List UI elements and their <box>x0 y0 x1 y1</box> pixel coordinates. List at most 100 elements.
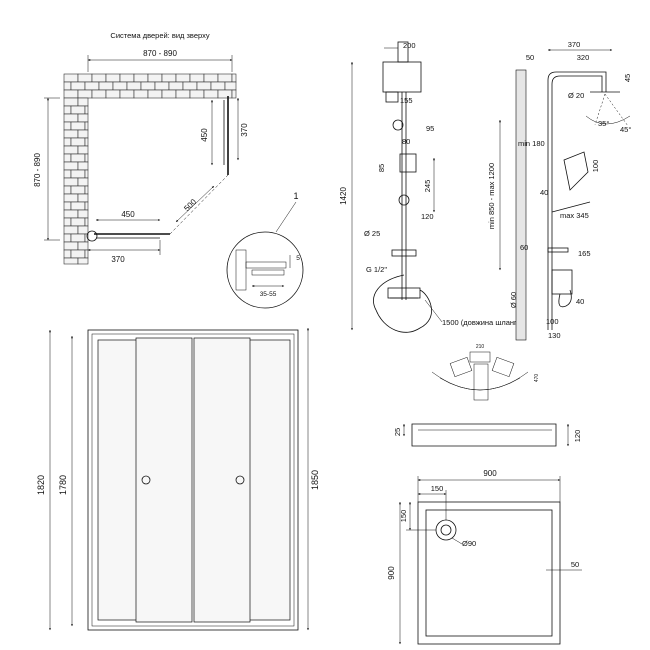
door-outer-frame <box>87 329 299 631</box>
brick <box>77 161 89 171</box>
dim-width-label: 870 - 890 <box>143 49 177 58</box>
brick <box>70 185 86 195</box>
dim-470-label: 470 <box>534 374 540 383</box>
dim-45-label: 45 <box>623 74 632 82</box>
dim-150-v-label: 150 <box>399 510 408 523</box>
dim-diagonal: 500 <box>175 185 215 223</box>
thread-label: G 1/2" <box>366 265 387 274</box>
brick <box>70 249 86 259</box>
brick <box>84 137 89 147</box>
brick <box>63 105 72 115</box>
brick <box>140 81 156 91</box>
brick <box>126 81 142 91</box>
brick <box>63 153 72 163</box>
brick <box>168 81 184 91</box>
brick <box>77 257 89 265</box>
dim-370-side-label: 370 <box>568 40 581 49</box>
dim-245-label: 245 <box>423 180 432 193</box>
brick <box>203 73 219 83</box>
brick <box>77 209 89 219</box>
brick <box>105 89 121 99</box>
shower-front-view: 200 155 95 80 85 245 1420 120 Ø 25 G 1/2… <box>339 41 524 333</box>
dim-900-left-label: 900 <box>387 566 396 580</box>
dim-1850-label: 1850 <box>310 470 320 490</box>
dim-900-top: 900 <box>417 469 561 502</box>
dim-max345-label: max 345 <box>560 211 589 220</box>
dim-900-top-label: 900 <box>483 469 497 478</box>
brick <box>196 81 212 91</box>
dim-100-label: 100 <box>591 160 600 173</box>
angle-45-label: 45° <box>620 125 631 134</box>
dim-diagonal-label: 500 <box>182 197 198 213</box>
brick <box>105 73 121 83</box>
dim-d20-label: Ø 20 <box>568 91 584 100</box>
dim-95-label: 95 <box>426 124 434 133</box>
dim-height: min 850 - max 1200 <box>487 119 501 271</box>
brick <box>77 113 89 123</box>
brick <box>231 89 237 99</box>
dim-depth: 870 - 890 <box>33 97 60 241</box>
dim-80-label: 80 <box>402 137 410 146</box>
dim-height-label: min 850 - max 1200 <box>487 163 496 229</box>
hose-length-label: 1500 (довжина шлангу) <box>442 318 524 327</box>
brick <box>147 73 163 83</box>
brick <box>119 73 135 83</box>
right-sliding-door <box>193 337 251 623</box>
brick <box>63 241 79 251</box>
brick <box>70 81 86 91</box>
brick <box>63 185 72 195</box>
brick <box>77 241 89 251</box>
dim-min180-label: min 180 <box>518 139 545 148</box>
drain-outer <box>435 519 457 541</box>
brick <box>70 201 86 211</box>
brick <box>63 89 79 99</box>
brick <box>133 89 149 99</box>
detail-callout: 1 <box>293 191 298 201</box>
door-front-view: 1820 1780 1850 <box>36 327 320 631</box>
dim-60-label: 60 <box>520 243 528 252</box>
dim-door-run-label: 450 <box>121 210 135 219</box>
detail-view-1: 1 5 35-55 <box>226 191 304 309</box>
dim-150-h: 150 <box>417 484 447 520</box>
left-sliding-door <box>135 337 193 623</box>
dim-130-label: 130 <box>548 331 561 340</box>
brick <box>70 153 86 163</box>
detail-circle <box>226 231 304 309</box>
dim-150-v: 150 <box>399 501 436 531</box>
brick <box>133 73 149 83</box>
dim-370-side: 370 <box>547 40 613 51</box>
angle-35-label: 35° <box>598 119 609 128</box>
tray-plan-view: 900 150 150 Ø90 900 50 <box>387 469 582 645</box>
brick <box>147 89 163 99</box>
brick <box>70 137 86 147</box>
brick <box>63 129 79 139</box>
brick <box>98 81 114 91</box>
brick <box>63 113 79 123</box>
side-rail <box>547 71 607 330</box>
dim-155-label: 155 <box>400 96 413 105</box>
brick <box>77 73 93 83</box>
brick <box>77 89 93 99</box>
shower-side-view: 370 50 320 45 Ø 20 35° 45° min 180 100 m… <box>487 40 632 341</box>
brick <box>84 81 100 91</box>
dim-200-label: 200 <box>403 41 416 50</box>
brick <box>63 81 72 91</box>
dim-85-label: 85 <box>377 164 386 172</box>
dim-40a-label: 40 <box>540 188 548 197</box>
shower-hose <box>373 274 432 333</box>
brick <box>77 145 89 155</box>
brick <box>84 153 89 163</box>
tray-outer <box>417 501 561 645</box>
dim-200: 200 <box>384 41 416 50</box>
brick <box>175 73 191 83</box>
dim-1420-label: 1420 <box>339 187 348 205</box>
spout <box>551 201 591 213</box>
brick <box>63 177 79 187</box>
brick <box>84 201 89 211</box>
brick <box>189 89 205 99</box>
brick <box>224 81 237 91</box>
dim-d25-label: Ø 25 <box>364 229 380 238</box>
brick <box>77 177 89 187</box>
brick <box>63 209 79 219</box>
brick <box>63 193 79 203</box>
